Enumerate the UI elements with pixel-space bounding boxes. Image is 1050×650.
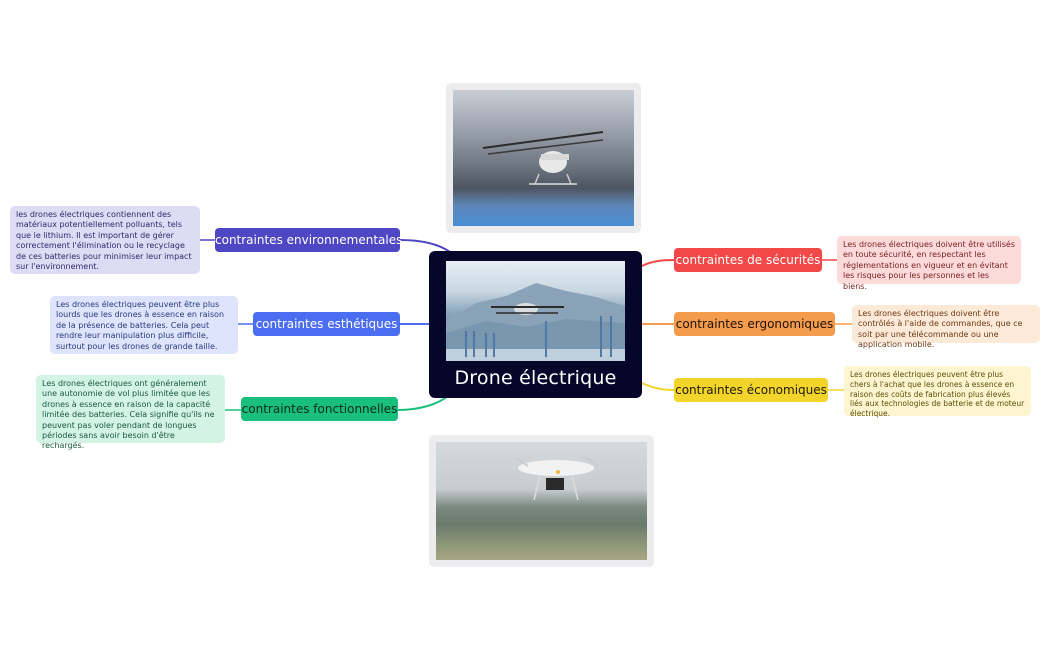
note-esthetiques: Les drones électriques peuvent être plus… <box>50 296 238 354</box>
branch-contraintes-securites[interactable]: contraintes de sécurités <box>674 248 822 272</box>
branch-contraintes-ergonomiques[interactable]: contraintes ergonomiques <box>674 312 835 336</box>
central-title: Drone électrique <box>454 367 617 389</box>
note-fonctionnelles: Les drones électriques ont généralement … <box>36 375 225 450</box>
central-drone-image <box>446 261 625 361</box>
quadcopter-drone-image <box>436 442 647 560</box>
bottom-drone-image-frame[interactable] <box>429 435 654 567</box>
branch-contraintes-esthetiques[interactable]: contraintes esthétiques <box>253 312 400 336</box>
branch-contraintes-economiques[interactable]: contraintes économiques <box>674 378 828 402</box>
branch-contraintes-fonctionnelles[interactable]: contraintes fonctionnelles <box>241 397 398 421</box>
note-environnementales: les drones électriques contiennent des m… <box>10 206 200 274</box>
note-securites: Les drones électriques doivent être util… <box>837 236 1021 291</box>
central-node[interactable]: Drone électrique <box>429 251 642 398</box>
branch-contraintes-environnementales[interactable]: contraintes environnementales <box>215 228 402 252</box>
top-drone-image-frame[interactable] <box>446 83 641 233</box>
note-economiques: Les drones électriques peuvent être plus… <box>844 366 1031 418</box>
multirotor-drone-image <box>453 90 634 226</box>
note-ergonomiques: Les drones électriques doivent être cont… <box>852 305 1040 349</box>
